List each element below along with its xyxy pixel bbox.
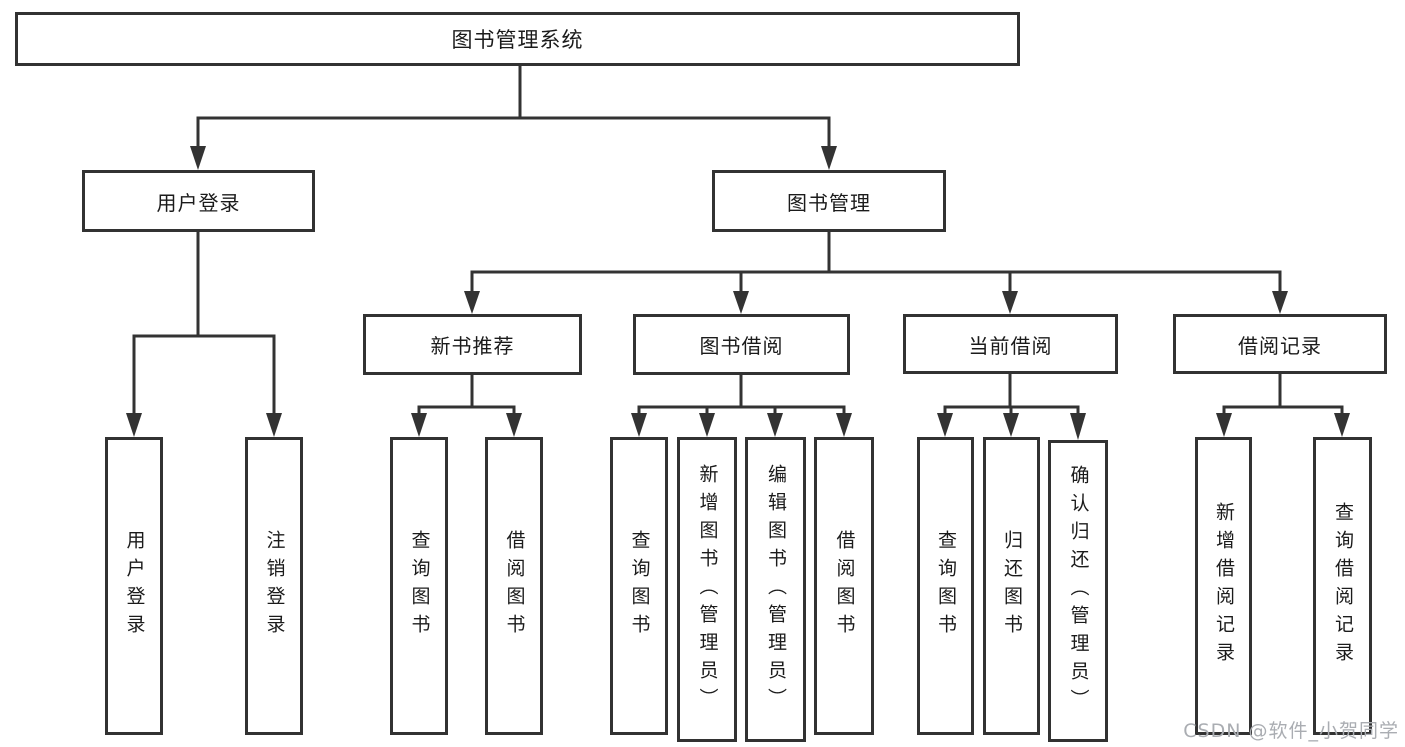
node-user-login: 用户登录: [82, 170, 315, 232]
node-label: 借阅记录: [1238, 333, 1322, 358]
arrow-down-icon: [821, 146, 837, 170]
node-label: 当前借阅: [968, 333, 1053, 358]
leaf-borrow-books-1: 借阅图书: [485, 437, 543, 735]
connector-group: [132, 66, 1344, 414]
arrow-down-icon: [464, 291, 480, 314]
arrow-down-icon: [1002, 291, 1018, 314]
leaf-edit-books-admin: 编辑图书（管理员）: [745, 437, 806, 742]
arrow-down-icon: [767, 413, 783, 437]
leaf-logout: 注销登录: [245, 437, 303, 735]
leaf-query-books-2: 查询图书: [610, 437, 668, 735]
node-book-management: 图书管理: [712, 170, 946, 232]
node-current-borrowing: 当前借阅: [903, 314, 1118, 374]
leaf-confirm-return-admin: 确认归还（管理员）: [1048, 440, 1108, 742]
leaf-label: 查询图书: [628, 530, 651, 642]
leaf-add-borrow-record: 新增借阅记录: [1195, 437, 1252, 735]
arrow-down-icon: [836, 413, 852, 437]
arrow-down-icon: [266, 413, 282, 437]
arrow-down-icon: [190, 146, 206, 170]
arrow-down-icon: [631, 413, 647, 437]
leaf-label: 查询图书: [935, 530, 957, 642]
arrow-down-icon: [1272, 291, 1288, 314]
node-label: 新书推荐: [430, 334, 515, 358]
leaf-label: 查询图书: [408, 530, 431, 642]
leaf-borrow-books-2: 借阅图书: [814, 437, 874, 735]
leaf-query-books-3: 查询图书: [917, 437, 974, 735]
arrowheads-group: [126, 146, 1350, 440]
leaf-query-borrow-record: 查询借阅记录: [1313, 437, 1372, 735]
leaf-user-login: 用户登录: [105, 437, 163, 735]
arrow-down-icon: [937, 413, 953, 437]
node-new-book-recommend: 新书推荐: [363, 314, 582, 375]
leaf-label: 注销登录: [263, 530, 286, 642]
leaf-query-books-1: 查询图书: [390, 437, 448, 735]
node-label: 图书借阅: [699, 334, 784, 358]
arrow-down-icon: [1070, 413, 1086, 440]
node-label: 图书管理系统: [451, 28, 584, 52]
leaf-return-books: 归还图书: [983, 437, 1040, 735]
leaf-add-books-admin: 新增图书（管理员）: [677, 437, 737, 742]
arrow-down-icon: [506, 413, 522, 437]
node-book-borrowing: 图书借阅: [633, 314, 850, 375]
arrow-down-icon: [1334, 413, 1350, 437]
arrow-down-icon: [699, 413, 715, 437]
arrow-down-icon: [733, 291, 749, 314]
node-borrow-records: 借阅记录: [1173, 314, 1387, 374]
leaf-label: 编辑图书（管理员）: [765, 463, 787, 716]
arrow-down-icon: [126, 413, 142, 437]
csdn-watermark: CSDN @软件_小贺同学: [1183, 720, 1399, 742]
leaf-label: 归还图书: [1001, 530, 1023, 642]
leaf-label: 借阅图书: [503, 530, 526, 642]
arrow-down-icon: [1003, 413, 1019, 437]
leaf-label: 借阅图书: [833, 530, 856, 642]
node-library-management-system: 图书管理系统: [15, 12, 1020, 66]
node-label: 用户登录: [156, 190, 241, 215]
leaf-label: 查询借阅记录: [1332, 502, 1354, 670]
arrow-down-icon: [1216, 413, 1232, 437]
node-label: 图书管理: [787, 190, 871, 215]
leaf-label: 新增借阅记录: [1213, 502, 1235, 670]
leaf-label: 用户登录: [123, 530, 146, 642]
leaf-label: 新增图书（管理员）: [696, 463, 719, 716]
arrow-down-icon: [411, 413, 427, 437]
leaf-label: 确认归还（管理员）: [1067, 465, 1090, 717]
